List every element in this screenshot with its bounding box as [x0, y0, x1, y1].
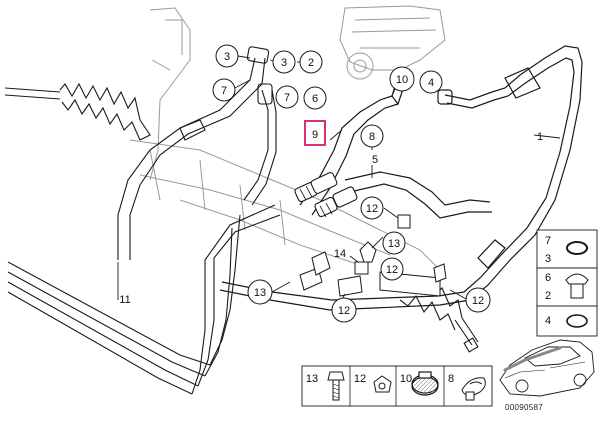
svg-text:8: 8	[369, 131, 375, 143]
svg-text:12: 12	[366, 203, 378, 215]
svg-text:7: 7	[221, 85, 227, 97]
svg-text:3: 3	[224, 51, 230, 63]
svg-text:10: 10	[396, 74, 408, 86]
svg-text:13: 13	[388, 238, 400, 250]
vehicle-silhouette	[499, 339, 595, 397]
svg-text:4: 4	[428, 77, 434, 89]
svg-text:6: 6	[312, 93, 318, 105]
svg-text:7: 7	[284, 92, 290, 104]
background-steering-rack	[129, 5, 446, 271]
side-label-2: 2	[545, 290, 551, 302]
supply-hose-8	[299, 84, 492, 219]
svg-text:1: 1	[537, 131, 543, 143]
bottom-label-12: 12	[354, 373, 366, 385]
callout-3[interactable]: 3	[272, 50, 296, 74]
callout-11[interactable]: 11	[119, 294, 130, 306]
callout-1[interactable]: 1	[537, 131, 543, 143]
side-label-7: 7	[545, 235, 551, 247]
callout-12[interactable]: 12	[465, 287, 491, 313]
callout-7[interactable]: 7	[212, 78, 236, 102]
bottom-parts-panel: 13 12 10 8	[301, 365, 493, 407]
callout-12[interactable]: 12	[360, 196, 384, 220]
svg-text:12: 12	[472, 295, 484, 307]
callout-13[interactable]: 13	[247, 279, 273, 305]
bottom-label-8: 8	[448, 373, 454, 385]
svg-text:3: 3	[281, 57, 287, 69]
callout-3[interactable]: 3	[215, 44, 239, 68]
callout-13[interactable]: 13	[382, 231, 406, 255]
bottom-label-10: 10	[400, 373, 412, 385]
diagram-id: 00090587	[505, 403, 543, 412]
callout-14[interactable]: 14	[334, 248, 346, 260]
washer-icon	[566, 241, 588, 255]
callout-12[interactable]: 12	[380, 257, 404, 281]
svg-text:13: 13	[254, 287, 266, 299]
callout-8[interactable]: 8	[360, 124, 384, 148]
callout-9-highlight[interactable]: 9	[304, 120, 326, 146]
side-label-6: 6	[545, 272, 551, 284]
callout-4[interactable]: 4	[419, 70, 443, 94]
side-label-3: 3	[545, 253, 551, 265]
side-label-4: 4	[545, 315, 551, 327]
side-parts-panel: 7 3 6 2 4	[536, 229, 598, 337]
pipe-7	[117, 46, 277, 260]
svg-text:12: 12	[338, 305, 350, 317]
bottom-label-13: 13	[306, 373, 318, 385]
hose-clamp-icon	[411, 371, 439, 396]
callout-10[interactable]: 10	[389, 66, 415, 92]
callouts: 3 3 2 7 7 6 10 4 9 8 1 5 12 13 14 12 13 …	[119, 44, 543, 323]
hose-fittings	[294, 172, 358, 218]
svg-text:12: 12	[386, 264, 398, 276]
callout-5[interactable]: 5	[372, 154, 378, 166]
svg-text:14: 14	[334, 248, 346, 260]
svg-text:2: 2	[308, 57, 314, 69]
banjo-bolt-icon	[565, 273, 589, 299]
callout-12[interactable]: 12	[331, 297, 357, 323]
callout-2[interactable]: 2	[299, 50, 323, 74]
hose-clip-icon	[461, 377, 486, 401]
pressure-hose-1	[219, 45, 583, 311]
svg-text:9: 9	[312, 129, 318, 141]
callout-6[interactable]: 6	[303, 86, 327, 110]
svg-text:5: 5	[372, 154, 378, 166]
hex-bolt-icon	[327, 371, 345, 401]
return-pipe-11	[7, 204, 281, 395]
leader-lines	[117, 55, 561, 311]
callout-7[interactable]: 7	[275, 85, 299, 109]
left-bellows	[4, 82, 151, 141]
seal-ring-icon	[566, 314, 588, 328]
svg-text:11: 11	[119, 294, 130, 306]
hex-nut-icon	[373, 375, 392, 393]
